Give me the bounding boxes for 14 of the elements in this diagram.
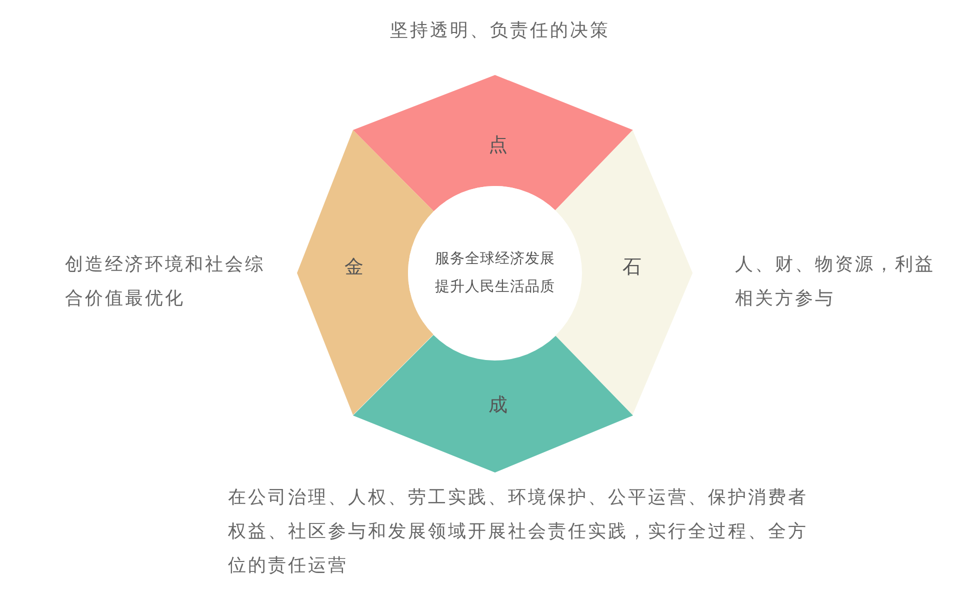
center-text: 服务全球经济发展 (435, 250, 555, 269)
description-text: 人、财、物资源，利益相关方参与 (735, 253, 935, 311)
octagon-segment (297, 130, 434, 415)
octagon-segment (353, 334, 633, 472)
description-text: 坚持透明、负责任的决策 (389, 19, 611, 43)
octagon-segment (353, 75, 633, 212)
segment-label: 点 (488, 133, 508, 158)
segment-label: 金 (344, 255, 364, 280)
center-text: 提升人民生活品质 (435, 278, 555, 297)
octagon-segment (555, 130, 693, 415)
segment-label: 成 (488, 392, 508, 418)
description-text: 创造经济环境和社会综合价值最优化 (65, 253, 266, 311)
segment-label: 石 (622, 255, 642, 280)
description-text: 在公司治理、人权、劳工实践、环境保护、公平运营、保护消费者权益、社区参与和发展领域开展社会责任实践，实行全过程、全方位的责任运营 (228, 486, 808, 578)
